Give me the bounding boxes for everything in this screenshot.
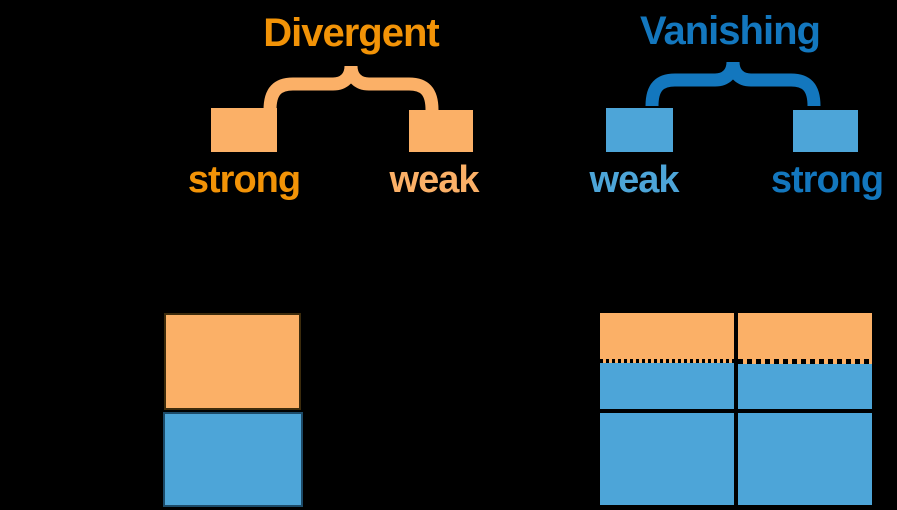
single-column-blue-block [163, 412, 303, 507]
dotted-threshold-line-left [600, 359, 734, 363]
vanishing-brace-icon [645, 61, 821, 106]
vanishing-strong-box [793, 110, 858, 152]
divergent-weak-box [409, 110, 473, 152]
divergent-title: Divergent [263, 11, 440, 55]
vanishing-strong-label: strong [770, 159, 884, 201]
divergent-brace-icon [263, 65, 439, 110]
vanishing-title: Vanishing [640, 9, 821, 53]
grid-cell-bottom-right [738, 413, 872, 505]
vanishing-weak-label: weak [589, 159, 680, 201]
divergent-strong-label: strong [187, 159, 301, 201]
grid-cell-bottom-left [600, 413, 734, 505]
grid-cell-top-left-blue-segment [600, 363, 734, 409]
single-column-orange-block [164, 313, 301, 410]
grid-cell-top-right-orange-segment [738, 313, 872, 359]
divergent-strong-box [211, 108, 277, 152]
divergent-weak-label: weak [389, 159, 480, 201]
grid-cell-top-left [600, 313, 734, 409]
grid-cell-top-left-orange-segment [600, 313, 734, 359]
vanishing-weak-box [606, 108, 673, 152]
grid-cell-top-right [738, 313, 872, 409]
dotted-threshold-line-right [738, 359, 872, 364]
grid-cell-top-right-blue-segment [738, 364, 872, 409]
